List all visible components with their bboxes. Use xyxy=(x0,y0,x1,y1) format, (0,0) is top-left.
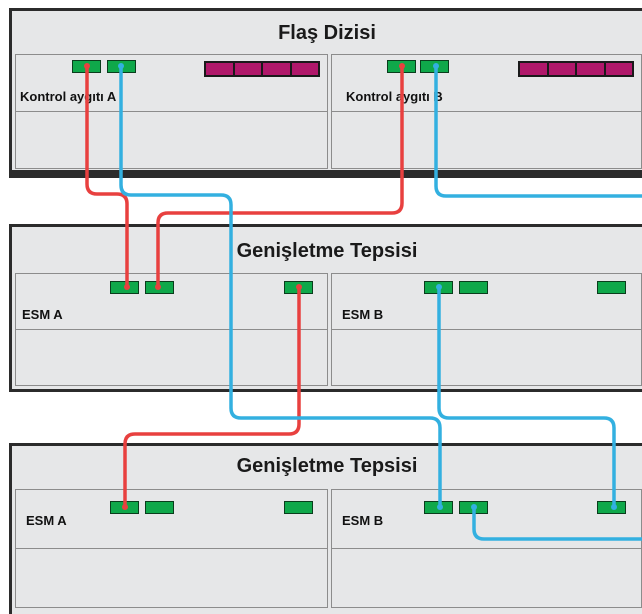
expansion-tray-2-title: Genişletme Tepsisi xyxy=(236,455,418,477)
tray-2-esm-a: ESM A xyxy=(15,489,328,549)
controller-b-port-2[interactable] xyxy=(420,60,449,73)
tray-2-esm-b: ESM B xyxy=(331,489,642,549)
tray-1-esm-b-label: ESM B xyxy=(342,307,384,322)
controller-a-lower-bay xyxy=(15,111,328,169)
controller-a-port-2[interactable] xyxy=(107,60,136,73)
tray-1-esm-b-port-1[interactable] xyxy=(424,281,453,294)
tray-2-esm-a-port-3[interactable] xyxy=(284,501,313,514)
controller-b-port-1[interactable] xyxy=(387,60,416,73)
tray-2-esm-a-port-2[interactable] xyxy=(145,501,174,514)
tray-1-esm-a-port-1[interactable] xyxy=(110,281,139,294)
tray-1-esm-b-lower-bay xyxy=(331,329,642,386)
tray-1-esm-a-label: ESM A xyxy=(22,307,63,322)
expansion-tray-1-title: Genişletme Tepsisi xyxy=(236,240,418,262)
tray-1-esm-b-port-2[interactable] xyxy=(459,281,488,294)
tray-1-esm-a-lower-bay xyxy=(15,329,328,386)
tray-2-esm-b-port-3[interactable] xyxy=(597,501,626,514)
flash-array-title: Flaş Dizisi xyxy=(278,22,376,44)
tray-2-esm-b-label: ESM B xyxy=(342,513,384,528)
tray-2-esm-b-port-2[interactable] xyxy=(459,501,488,514)
tray-1-esm-a-port-2[interactable] xyxy=(145,281,174,294)
controller-b-label: Kontrol aygıtı B xyxy=(346,89,443,104)
tray-2-esm-a-port-1[interactable] xyxy=(110,501,139,514)
controller-b-battery-icon xyxy=(518,61,634,77)
controller-b-lower-bay xyxy=(331,111,642,169)
tray-2-esm-a-lower-bay xyxy=(15,548,328,608)
tray-2-esm-b-port-1[interactable] xyxy=(424,501,453,514)
tray-1-esm-a-port-3[interactable] xyxy=(284,281,313,294)
tray-2-esm-b-lower-bay xyxy=(331,548,642,608)
controller-a-battery-icon xyxy=(204,61,320,77)
tray-1-esm-b-port-3[interactable] xyxy=(597,281,626,294)
controller-a-port-1[interactable] xyxy=(72,60,101,73)
tray-2-esm-a-label: ESM A xyxy=(26,513,67,528)
controller-a-label: Kontrol aygıtı A xyxy=(20,89,117,104)
